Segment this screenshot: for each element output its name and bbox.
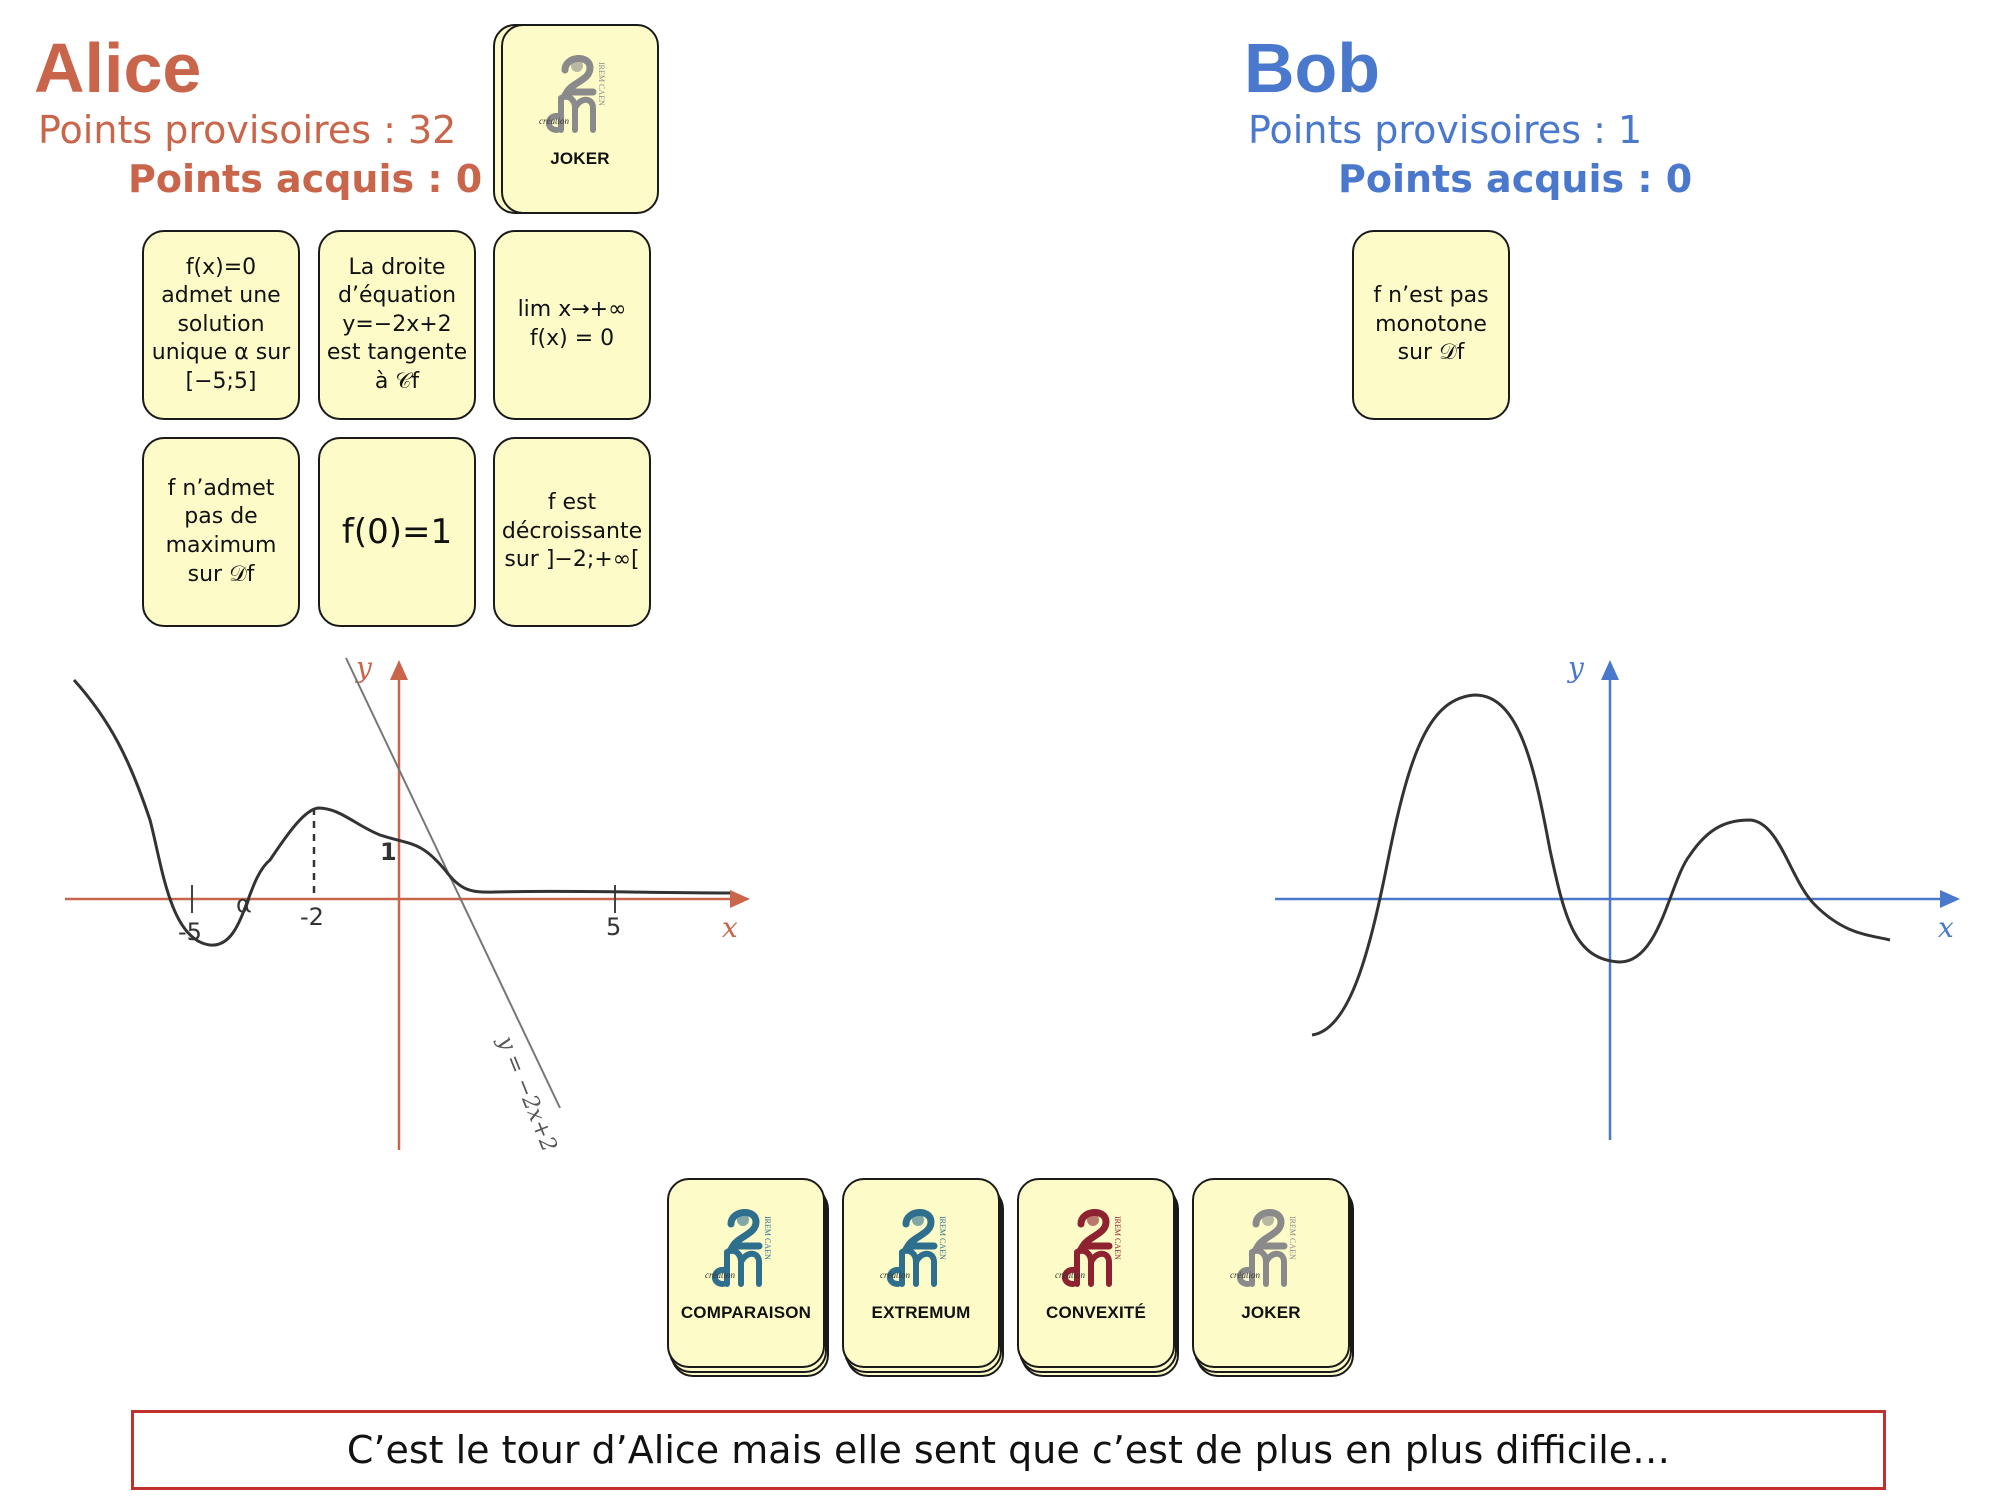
card-text: La droite d’équation y=−2x+2 est tangent… <box>326 254 468 394</box>
card-text: f est décroissante sur ]−2;+∞[ <box>501 490 643 573</box>
irem-logo-icon <box>535 48 625 138</box>
deck-label: CONVEXITÉ <box>1045 1303 1147 1322</box>
alice-card-decroissante[interactable]: f est décroissante sur ]−2;+∞[ <box>493 437 651 627</box>
bob-x-label: x <box>1938 911 1954 944</box>
tick-label-5: 5 <box>606 913 621 941</box>
alice-curve <box>72 678 731 947</box>
alice-joker-label: JOKER <box>550 149 610 168</box>
alice-provisional-points: Points provisoires : 32 <box>38 108 457 152</box>
alice-acquired-points: Points acquis : 0 <box>128 157 483 201</box>
card-text: f n’est pas monotone sur 𝒟f <box>1373 283 1489 366</box>
bob-graph: x y <box>1275 651 1960 1140</box>
bob-name: Bob <box>1244 29 1381 107</box>
bob-curve <box>1311 693 1891 1037</box>
alice-graph: x y -5 -2 5 1 α y = −2x+2 <box>65 651 750 1150</box>
alice-joker-card[interactable]: JOKER <box>501 24 659 214</box>
bob-acquired-points: Points acquis : 0 <box>1338 157 1693 201</box>
alice-card-tangente[interactable]: La droite d’équation y=−2x+2 est tangent… <box>318 230 476 420</box>
deck-card-joker[interactable]: JOKER <box>1192 1178 1350 1368</box>
alice-card-solution-unique[interactable]: f(x)=0 admet une solution unique α sur [… <box>142 230 300 420</box>
alice-card-pas-maximum[interactable]: f n’admet pas de maximum sur 𝒟f <box>142 437 300 627</box>
card-text: lim x→+∞ f(x) = 0 <box>517 297 627 351</box>
alice-y-arrow <box>390 660 408 680</box>
alice-card-f0[interactable]: f(0)=1 <box>318 437 476 627</box>
bob-x-arrow <box>1940 890 1960 908</box>
bob-y-arrow <box>1601 660 1619 680</box>
deck-label: COMPARAISON <box>680 1303 812 1322</box>
bob-card-pas-monotone[interactable]: f n’est pas monotone sur 𝒟f <box>1352 230 1510 420</box>
deck-label: EXTREMUM <box>871 1303 971 1322</box>
card-text: f(x)=0 admet une solution unique α sur [… <box>151 254 291 394</box>
irem-logo-icon <box>1226 1202 1316 1292</box>
turn-message: C’est le tour d’Alice mais elle sent que… <box>131 1410 1886 1490</box>
irem-logo-icon <box>701 1202 791 1292</box>
alice-x-arrow <box>730 890 750 908</box>
alice-name: Alice <box>34 29 202 107</box>
alice-x-label: x <box>722 911 738 944</box>
bob-y-label: y <box>1566 651 1585 684</box>
irem-logo-icon <box>876 1202 966 1292</box>
deck-card-extremum[interactable]: EXTREMUM <box>842 1178 1000 1368</box>
bob-provisional-points: Points provisoires : 1 <box>1248 108 1643 152</box>
alice-tangent-line <box>345 657 561 1109</box>
deck-card-comparaison[interactable]: COMPARAISON <box>667 1178 825 1368</box>
card-text: f n’admet pas de maximum sur 𝒟f <box>165 475 277 587</box>
alice-card-limite[interactable]: lim x→+∞ f(x) = 0 <box>493 230 651 420</box>
deck-card-convexite[interactable]: CONVEXITÉ <box>1017 1178 1175 1368</box>
alice-y-label: y <box>354 651 373 684</box>
irem-logo-icon <box>1051 1202 1141 1292</box>
tick-label-1: 1 <box>380 838 397 866</box>
card-text: f(0)=1 <box>341 511 453 552</box>
deck-label: JOKER <box>1241 1303 1301 1322</box>
tick-label-minus2: -2 <box>300 903 324 931</box>
